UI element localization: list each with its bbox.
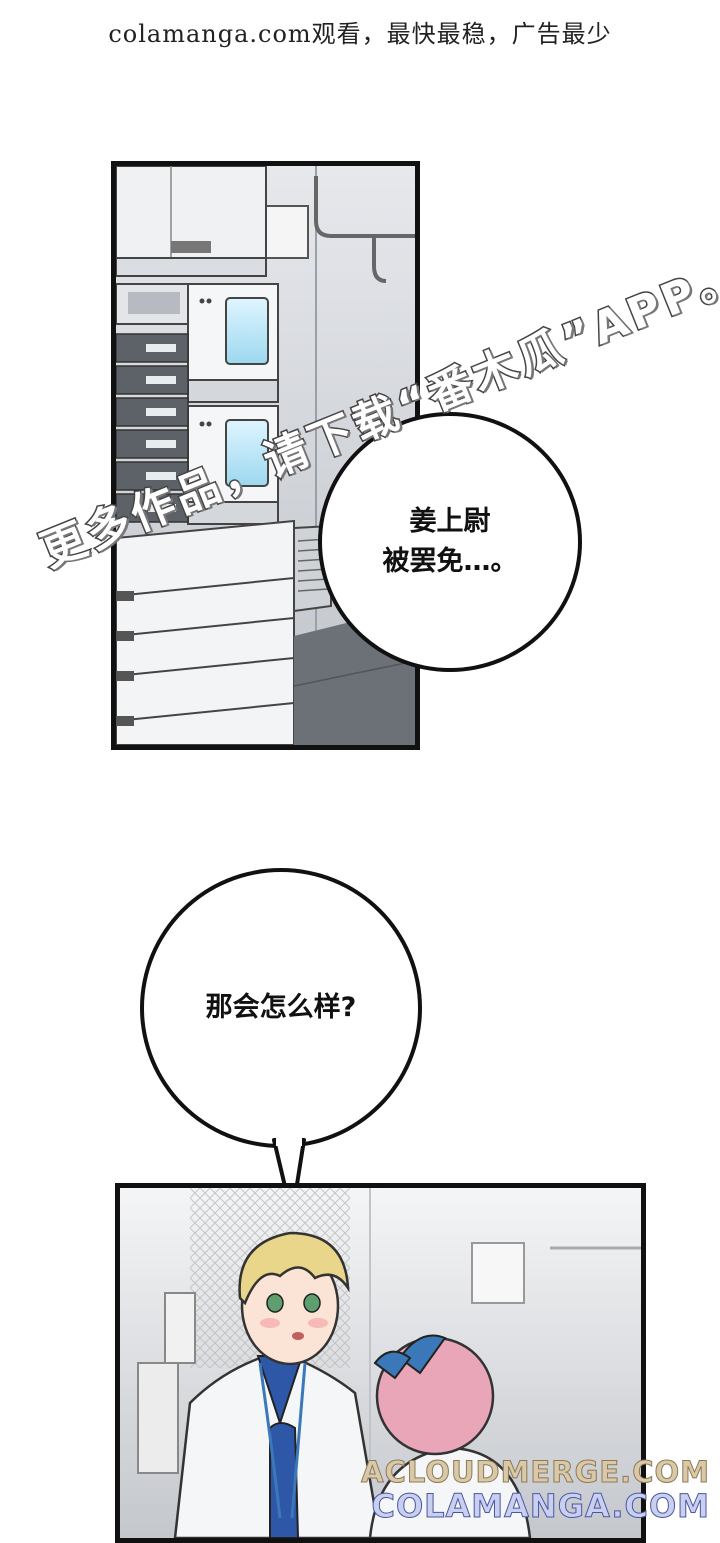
bubble-1-line-2: 被罢免…。	[382, 546, 518, 577]
speech-bubble-2: 那会怎么样?	[140, 868, 422, 1148]
panel-characters	[115, 1183, 646, 1543]
characters-illustration	[120, 1188, 641, 1538]
bubble-2-tail	[272, 1138, 306, 1218]
corner-watermark-2: COLAMANGA.COM	[371, 1487, 710, 1526]
panel-lab-equipment	[111, 161, 420, 750]
bubble-1-text: 姜上尉 被罢免…。	[383, 502, 518, 582]
speech-bubble-1: 姜上尉 被罢免…。	[318, 412, 582, 672]
corner-watermark-1: ACLOUDMERGE.COM	[361, 1455, 710, 1490]
lab-equipment-illustration	[116, 166, 415, 745]
bubble-1-line-1: 姜上尉	[409, 506, 491, 537]
bubble-2-line-1: 那会怎么样?	[205, 992, 357, 1023]
bubble-2-text: 那会怎么样?	[206, 988, 357, 1028]
source-banner: colamanga.com观看，最快最稳，广告最少	[108, 20, 612, 48]
